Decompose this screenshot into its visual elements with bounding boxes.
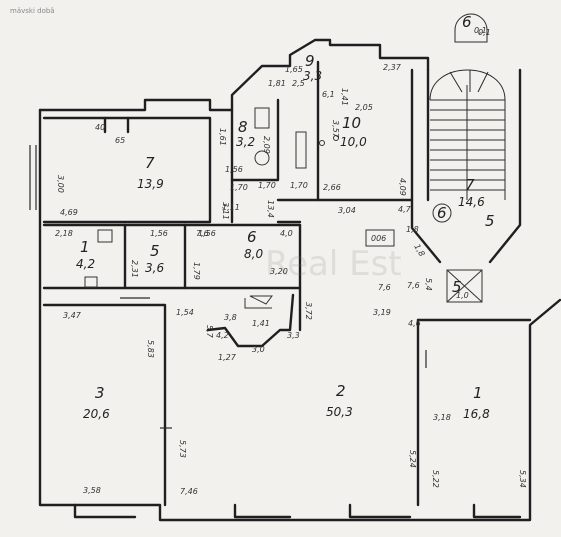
room-number: 10 [342, 114, 361, 132]
room-number: 1 [80, 238, 90, 256]
room-number: 5 [452, 278, 462, 296]
dimension-label: 1,56 [225, 165, 243, 174]
room-area: 0,1 [474, 26, 487, 35]
watermark: Real Est [265, 244, 402, 284]
dimension-label: 7,6 [196, 229, 209, 238]
room-labels: 7 13,9 8 3,2 9 3,3 10 10,0 1 4,2 5 3,6 6… [76, 13, 490, 421]
room-area: 13,9 [137, 177, 164, 191]
dimension-label: 5,7 [205, 325, 214, 339]
dimension-label: 3,57 [331, 120, 340, 139]
dimension-label: 0,1 [478, 28, 491, 37]
room-number: 6 [247, 228, 257, 246]
dimension-label: 4,0 [280, 229, 293, 238]
dimension-label: 6,1 [322, 90, 335, 99]
room-number: 1 [473, 384, 483, 402]
dimension-label: 7,46 [180, 487, 198, 496]
dimension-label: 5,4 [424, 278, 433, 291]
dimension-label: 1,70 [230, 183, 248, 192]
dimension-label: 3,11 [221, 202, 230, 220]
dimension-label: 65 [115, 136, 125, 145]
dimension-label: 1,41 [252, 319, 270, 328]
doors [120, 295, 427, 429]
dimension-label: 4,09 [398, 178, 407, 196]
dimension-label: 4,6 [408, 319, 421, 328]
room-area: 3,3 [303, 69, 322, 83]
room-number: 5 [150, 242, 160, 260]
room-area: 50,3 [326, 405, 353, 419]
stair-marker: 6 5 [432, 203, 495, 230]
header-text: mävski dobâ [10, 7, 55, 15]
dimension-label: 2,37 [383, 63, 402, 72]
outer-walls [29, 38, 561, 522]
room-area: 10,0 [340, 135, 367, 149]
dimension-label: 3,72 [304, 302, 313, 320]
room-number: 2 [336, 382, 346, 400]
room-area: 1,0 [456, 291, 469, 300]
room-number: 3 [95, 384, 105, 402]
sanitary-fixtures [84, 107, 339, 288]
dimension-label: 3,19 [373, 308, 391, 317]
dimension-label: 2,18 [55, 229, 73, 238]
dimension-label: 5,24 [408, 450, 417, 468]
dimension-label: 2,5 [292, 79, 305, 88]
dimension-label: 3,18 [433, 413, 451, 422]
dimension-label: 1,65 [285, 65, 303, 74]
dimension-label: 3,47 [63, 311, 82, 320]
interior-walls [42, 60, 532, 507]
dimension-label: 1,56 [150, 229, 168, 238]
room-area: 4,2 [76, 257, 95, 271]
dimension-label: 4,2 [216, 331, 229, 340]
dimension-label: 2,31 [130, 260, 139, 278]
box-label: 006 [371, 234, 386, 243]
stair-circle-number: 6 [437, 204, 447, 222]
dimension-label: 1,41 [340, 88, 349, 106]
dimension-label: 1,11 [222, 203, 240, 212]
dimension-label: 3,58 [83, 486, 101, 495]
dimension-label: 1,8 [406, 225, 419, 234]
room-number: 6 [462, 13, 472, 31]
dimension-label: 1,70 [258, 181, 276, 190]
dimension-label: 3,0 [252, 345, 265, 354]
dimension-label: 13,4 [266, 200, 275, 218]
room-number: 8 [238, 118, 248, 136]
room-area: 20,6 [83, 407, 110, 421]
dimension-label: 5,73 [178, 440, 187, 458]
lift-shaft: 006 [365, 229, 483, 303]
dimension-label: 7,6 [407, 281, 420, 290]
room-area: 3,2 [236, 135, 255, 149]
dimension-label: 1,70 [290, 181, 308, 190]
dimension-label: 1,27 [218, 353, 237, 362]
room-number: 9 [305, 52, 315, 70]
dimension-labels: 65 40 3,00 4,69 2,18 1,56 2,31 1,56 3,47… [55, 28, 527, 496]
dimension-label: 1,61 [218, 128, 227, 146]
dimension-label: 7,6 [378, 283, 391, 292]
dimension-label: 2,66 [323, 183, 341, 192]
room-area: 16,8 [463, 407, 490, 421]
dimension-label: 5,22 [431, 470, 440, 488]
dimension-label: 1,56 [198, 229, 216, 238]
room-area: 14,6 [458, 195, 485, 209]
room-area: 3,6 [145, 261, 164, 275]
stair-right-number: 5 [485, 212, 495, 230]
dimension-label: 2,09 [262, 136, 271, 154]
dimension-label: 1,54 [176, 308, 194, 317]
room-number: 7 [465, 176, 475, 194]
dimension-label: 3,04 [338, 206, 356, 215]
dimension-label: 5,34 [518, 470, 527, 488]
dimension-label: 3,3 [287, 331, 300, 340]
dimension-label: 4,69 [60, 208, 78, 217]
dimension-label: 5,83 [146, 340, 155, 358]
room-number: 7 [145, 154, 155, 172]
dimension-label: 3,00 [56, 175, 65, 193]
staircase [429, 13, 506, 200]
room-area: 8,0 [244, 247, 263, 261]
dimension-label: 1,81 [268, 79, 286, 88]
dimension-label: 3,20 [270, 267, 288, 276]
dimension-label: 4,7 [398, 205, 412, 214]
dimension-label: 3,8 [224, 313, 237, 322]
dimension-label: 2,05 [355, 103, 373, 112]
dimension-label: 1,79 [192, 262, 201, 280]
dimension-label: 40 [95, 123, 105, 132]
